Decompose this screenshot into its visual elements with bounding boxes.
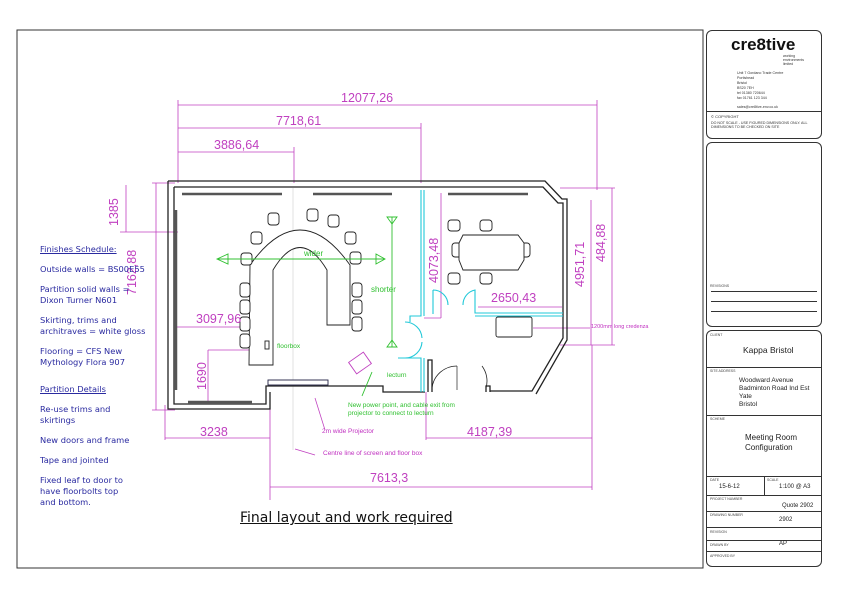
- partition: [398, 190, 563, 392]
- dimension-lines: [120, 100, 615, 500]
- finish-item: Partition solid walls = Dixon Turner N60…: [40, 284, 130, 305]
- label-power-point: New power point, and cable exit from pro…: [348, 402, 455, 417]
- client-label: CLIENT: [710, 333, 723, 337]
- dim-bottom-total: 7613,3: [370, 471, 409, 485]
- scheme-label: SCHEME: [710, 417, 725, 421]
- drawn-by: AP: [779, 541, 788, 547]
- drawing-label: DRAWING NUMBER: [710, 513, 743, 517]
- revision-label: REVISION: [710, 530, 727, 534]
- label-lecturn: lecturn: [387, 372, 407, 379]
- date: 15-6-12: [719, 484, 740, 490]
- revisions-label: REVISIONS: [710, 284, 730, 288]
- finish-item: Skirting, trims and architraves = white …: [40, 315, 146, 336]
- client-name: Kappa Bristol: [743, 345, 794, 355]
- company-tagline: working environments limited: [783, 54, 805, 66]
- dim-right-small: 484,88: [594, 223, 608, 262]
- sheet-border: [16, 29, 704, 569]
- finishes-heading: Finishes Schedule:: [40, 244, 117, 254]
- dim-total-width: 12077,26: [341, 91, 394, 105]
- dim-top-small: 1385: [107, 198, 121, 226]
- label-projector: 2m wide Projector: [322, 428, 375, 435]
- finish-item: Flooring = CFS New Mythology Flora 907: [40, 346, 125, 367]
- dim-bottom-left: 3238: [200, 425, 228, 439]
- dim-partition-offset: 7718,61: [276, 114, 322, 128]
- dim-partition-depth: 4073,48: [427, 237, 441, 283]
- floorbox: [264, 340, 270, 350]
- company-logo: cre8tive: [731, 35, 796, 54]
- meeting-table: [264, 219, 533, 386]
- site-label: SITE ADDRESS: [710, 369, 736, 373]
- partition-item: Tape and jointed: [40, 455, 109, 465]
- approved-label: APPROVED BY: [710, 554, 736, 558]
- projector-screen: [267, 379, 329, 386]
- partition-item: New doors and frame: [40, 435, 130, 445]
- copyright: © COPYRIGHT: [711, 114, 739, 119]
- project-block: CLIENT Kappa Bristol SITE ADDRESS Woodwa…: [706, 330, 822, 567]
- scale: 1:100 @ A3: [779, 484, 811, 490]
- dim-credenza-run: 2650,43: [491, 291, 537, 305]
- notes-panel: Finishes Schedule: Outside walls = BS00E…: [40, 244, 158, 517]
- drawing-number: 2902: [779, 517, 793, 523]
- revisions-block: REVISIONS: [706, 142, 822, 327]
- project-label: PROJECT NUMBER: [710, 497, 743, 501]
- partition-item: Re-use trims and skirtings: [40, 404, 111, 425]
- label-centre-line: Centre line of screen and floor box: [323, 450, 423, 457]
- label-floorbox: floorbox: [277, 343, 301, 350]
- company-block: cre8tive working environments limited Un…: [706, 30, 822, 139]
- label-shorter: shorter: [371, 285, 396, 294]
- project-number: Quote 2902: [782, 503, 814, 509]
- partition-heading: Partition Details: [40, 384, 106, 394]
- credenza: [495, 316, 533, 338]
- scale-label: SCALE: [767, 478, 779, 482]
- partition-item: Fixed leaf to door to have floorbolts to…: [40, 475, 123, 507]
- chairs: [239, 208, 363, 349]
- drawn-label: DRAWN BY: [710, 543, 729, 547]
- disclaimer: DO NOT SCALE - USE FIGURED DIMENSIONS ON…: [711, 121, 808, 129]
- label-credenza: 1200mm long credenza: [591, 324, 649, 330]
- label-wider: wider: [304, 249, 324, 258]
- dim-left-offset: 3886,64: [214, 138, 260, 152]
- arch-table: [239, 208, 363, 366]
- dim-floorbox-x: 3097,96: [196, 312, 242, 326]
- walls: [167, 180, 568, 410]
- dim-floorbox-y: 1690: [195, 362, 209, 390]
- date-label: DATE: [710, 478, 720, 482]
- finish-item: Outside walls = BS00E55: [40, 264, 145, 274]
- drawing-caption: Final layout and work required: [240, 510, 453, 526]
- dim-bottom-right: 4187,39: [467, 425, 513, 439]
- dim-right-height: 4951,71: [573, 241, 587, 287]
- lecturn: [347, 351, 373, 375]
- annotation-arrows: [215, 216, 398, 397]
